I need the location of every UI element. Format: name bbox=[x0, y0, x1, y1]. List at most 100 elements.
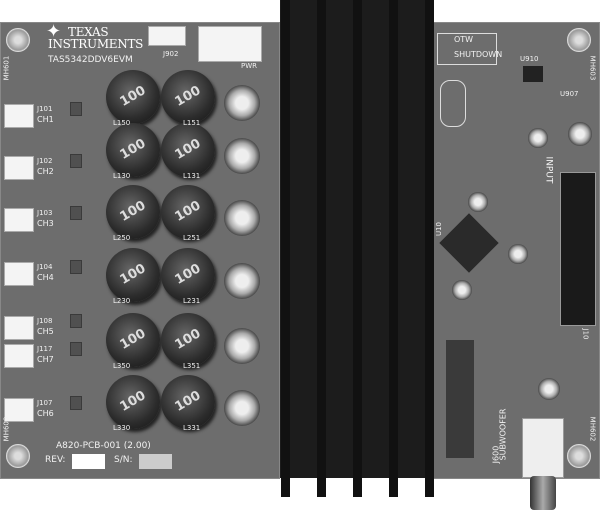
heatsink-fin bbox=[353, 0, 362, 497]
jack-label: J101 bbox=[37, 105, 53, 113]
inductor: 100 bbox=[106, 185, 160, 239]
channel-label: CH3 bbox=[37, 219, 54, 228]
pcb-id: A820-PCB-001 (2.00) bbox=[56, 441, 151, 451]
component bbox=[70, 342, 82, 356]
j902-label: J902 bbox=[163, 50, 179, 58]
subwoofer-label: SUBWOOFER bbox=[498, 408, 508, 461]
jack-label: J117 bbox=[37, 345, 53, 353]
input-header[interactable] bbox=[560, 172, 596, 326]
channel-label: CH5 bbox=[37, 327, 54, 336]
capacitor bbox=[508, 244, 528, 264]
component bbox=[70, 260, 82, 274]
ti-logo: ✦ TEXAS INSTRUMENTS bbox=[46, 21, 144, 51]
inductor-label: L230 bbox=[113, 297, 131, 305]
power-connector bbox=[198, 26, 262, 62]
sn-field bbox=[139, 454, 172, 469]
channel-connector[interactable] bbox=[4, 104, 34, 128]
board-name: TAS5342DDV6EVM bbox=[48, 55, 133, 65]
heatsink-fin bbox=[317, 0, 326, 497]
inductor-label: L350 bbox=[113, 362, 131, 370]
inductor: 100 bbox=[106, 70, 160, 124]
u910-label: U910 bbox=[520, 55, 539, 63]
j10-label: J10 bbox=[581, 328, 590, 340]
sn-label: S/N: bbox=[114, 455, 133, 465]
component bbox=[70, 206, 82, 220]
component bbox=[70, 102, 82, 116]
rev-label: REV: bbox=[45, 455, 66, 465]
pwr-label: PWR bbox=[241, 62, 258, 70]
otw-label: OTW bbox=[454, 35, 474, 44]
u10-label: U10 bbox=[435, 221, 444, 237]
channel-connector[interactable] bbox=[4, 344, 34, 368]
inductor-label: L151 bbox=[183, 119, 201, 127]
capacitor bbox=[224, 263, 260, 299]
inductor: 100 bbox=[106, 375, 160, 429]
jack-label: J104 bbox=[37, 263, 53, 271]
rev-field bbox=[72, 454, 105, 469]
inductor: 100 bbox=[161, 123, 215, 177]
ti-logo-icon: ✦ bbox=[46, 21, 61, 42]
inductor: 100 bbox=[161, 185, 215, 239]
logo-badge bbox=[440, 80, 466, 127]
heatsink-fin bbox=[425, 0, 434, 497]
inductor-label: L330 bbox=[113, 424, 131, 432]
capacitor bbox=[224, 200, 260, 236]
input-label: INPUT bbox=[543, 156, 554, 184]
capacitor bbox=[224, 138, 260, 174]
channel-label: CH1 bbox=[37, 115, 54, 124]
inductor: 100 bbox=[161, 70, 215, 124]
channel-connector[interactable] bbox=[4, 398, 34, 422]
channel-label: CH6 bbox=[37, 409, 54, 418]
capacitor bbox=[568, 122, 592, 146]
inductor-label: L351 bbox=[183, 362, 201, 370]
heatsink-fin bbox=[281, 0, 290, 497]
capacitor bbox=[224, 328, 260, 364]
status-box bbox=[437, 33, 497, 65]
screw-mh603 bbox=[567, 28, 591, 52]
mh602-label: MH602 bbox=[588, 416, 597, 442]
screw-mh600 bbox=[6, 444, 30, 468]
component bbox=[70, 154, 82, 168]
mh601-label: MH601 bbox=[2, 55, 11, 81]
rca-jack[interactable] bbox=[530, 476, 556, 510]
inductor: 100 bbox=[161, 313, 215, 367]
component bbox=[70, 396, 82, 410]
inductor: 100 bbox=[106, 248, 160, 302]
rca-jack-body bbox=[522, 418, 564, 478]
capacitor bbox=[224, 390, 260, 426]
channel-connector[interactable] bbox=[4, 262, 34, 286]
capacitor bbox=[452, 280, 472, 300]
channel-connector[interactable] bbox=[4, 208, 34, 232]
capacitor bbox=[538, 378, 560, 400]
capacitor bbox=[224, 85, 260, 121]
screw-mh601 bbox=[6, 28, 30, 52]
inductor: 100 bbox=[161, 248, 215, 302]
inductor-label: L251 bbox=[183, 234, 201, 242]
u910-chip bbox=[523, 66, 543, 82]
channel-connector[interactable] bbox=[4, 316, 34, 340]
jack-label: J107 bbox=[37, 399, 53, 407]
capacitor bbox=[528, 128, 548, 148]
channel-connector[interactable] bbox=[4, 156, 34, 180]
screw-mh602 bbox=[567, 444, 591, 468]
channel-label: CH2 bbox=[37, 167, 54, 176]
jack-label: J108 bbox=[37, 317, 53, 325]
component bbox=[70, 314, 82, 328]
connector-j902 bbox=[148, 26, 186, 46]
mh600-label: MH600 bbox=[2, 416, 11, 442]
capacitor bbox=[468, 192, 488, 212]
inductor: 100 bbox=[161, 375, 215, 429]
resistor-block bbox=[446, 340, 474, 458]
jack-label: J102 bbox=[37, 157, 53, 165]
inductor-label: L131 bbox=[183, 172, 201, 180]
inductor-label: L231 bbox=[183, 297, 201, 305]
inductor-label: L130 bbox=[113, 172, 131, 180]
jack-label: J103 bbox=[37, 209, 53, 217]
channel-label: CH7 bbox=[37, 355, 54, 364]
inductor-label: L150 bbox=[113, 119, 131, 127]
inductor: 100 bbox=[106, 313, 160, 367]
u907-label: U907 bbox=[560, 90, 579, 98]
mh603-label: MH603 bbox=[588, 55, 597, 81]
inductor: 100 bbox=[106, 123, 160, 177]
inductor-label: L331 bbox=[183, 424, 201, 432]
